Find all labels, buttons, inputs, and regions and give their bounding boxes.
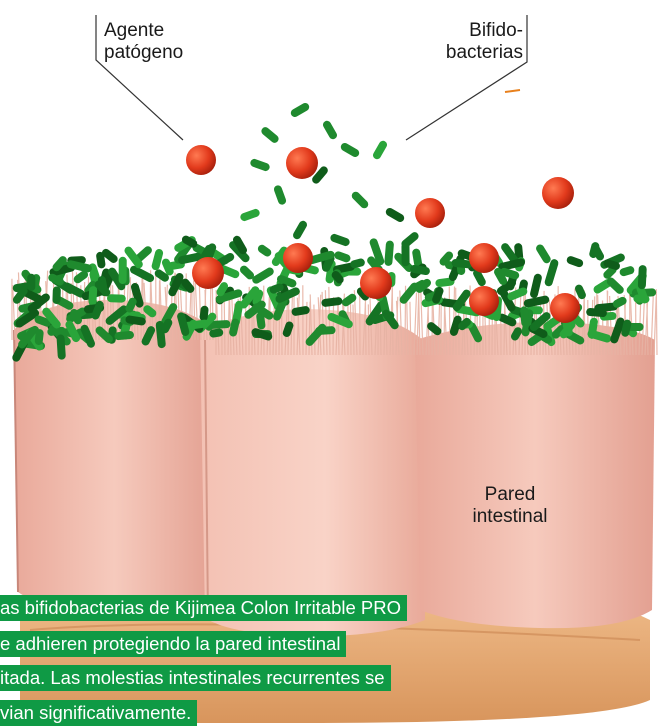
- caption-line: e adhieren protegiendo la pared intestin…: [0, 631, 346, 657]
- bifidobacterium: [256, 243, 272, 258]
- bifidobacterium: [239, 208, 261, 222]
- pathogen-particle: [283, 243, 313, 273]
- bifidobacterium: [292, 219, 309, 240]
- bifidobacterium: [52, 286, 61, 304]
- pathogen-label: Agente patógeno: [104, 20, 183, 64]
- bifidobacterium: [322, 119, 339, 140]
- bifidobacterium: [27, 274, 35, 291]
- pathogen-particle: [469, 243, 499, 273]
- bifidobacterium: [315, 326, 336, 335]
- bifidobacterium: [107, 294, 126, 303]
- bifidobacterium: [88, 286, 97, 306]
- bifidobacterium: [119, 257, 127, 284]
- epithelial-cell-right: [415, 322, 655, 628]
- bifidobacterium: [251, 266, 275, 285]
- bifidobacterium: [350, 190, 370, 210]
- bifidobacterium: [333, 250, 351, 263]
- bifidobacterium: [273, 184, 287, 206]
- bifidobacterium: [384, 207, 405, 224]
- bifidobacterium: [566, 255, 585, 268]
- epithelial-cell-middle: [200, 309, 428, 636]
- bifidobacteria-label: Bifido- bacterias: [446, 20, 523, 64]
- bifidobacterium: [260, 126, 280, 145]
- bifidobacterium: [151, 248, 164, 271]
- bifidobacterium: [529, 273, 542, 299]
- bifidobacterium: [329, 233, 351, 247]
- caption-line: itada. Las molestias intestinales recurr…: [0, 665, 391, 691]
- bifidobacterium: [321, 297, 343, 308]
- caption-line: as bifidobacterias de Kijimea Colon Irri…: [0, 595, 407, 621]
- microvillus: [449, 287, 450, 355]
- bifidobacterium: [249, 158, 271, 172]
- microvillus: [656, 289, 657, 355]
- bifidobacterium: [349, 258, 365, 269]
- bifidobacterium: [535, 243, 553, 265]
- pathogen-particle: [542, 177, 574, 209]
- bifidobacterium: [638, 265, 647, 289]
- bifidobacterium: [633, 294, 650, 303]
- pathogen-particle: [469, 286, 499, 316]
- pathogen-particle: [415, 198, 445, 228]
- orange-tick: [505, 90, 520, 92]
- intestinal-wall-label: Pared intestinal: [452, 484, 568, 528]
- pathogen-particle: [286, 147, 318, 179]
- bifidobacterium: [400, 231, 420, 250]
- bifidobacterium: [289, 102, 310, 119]
- bifidobacterium: [372, 139, 389, 160]
- pathogen-particle: [550, 293, 580, 323]
- microvillus: [365, 301, 366, 355]
- bifidobacterium: [339, 142, 360, 159]
- pathogen-particle: [186, 145, 216, 175]
- pathogen-particle: [192, 257, 224, 289]
- bifidobacterium: [619, 265, 636, 277]
- pathogen-particle: [360, 267, 392, 299]
- microvillus: [368, 304, 369, 355]
- bifidobacterium: [384, 240, 394, 266]
- caption-line: vian significativamente.: [0, 700, 197, 726]
- bifidobacterium: [56, 334, 66, 360]
